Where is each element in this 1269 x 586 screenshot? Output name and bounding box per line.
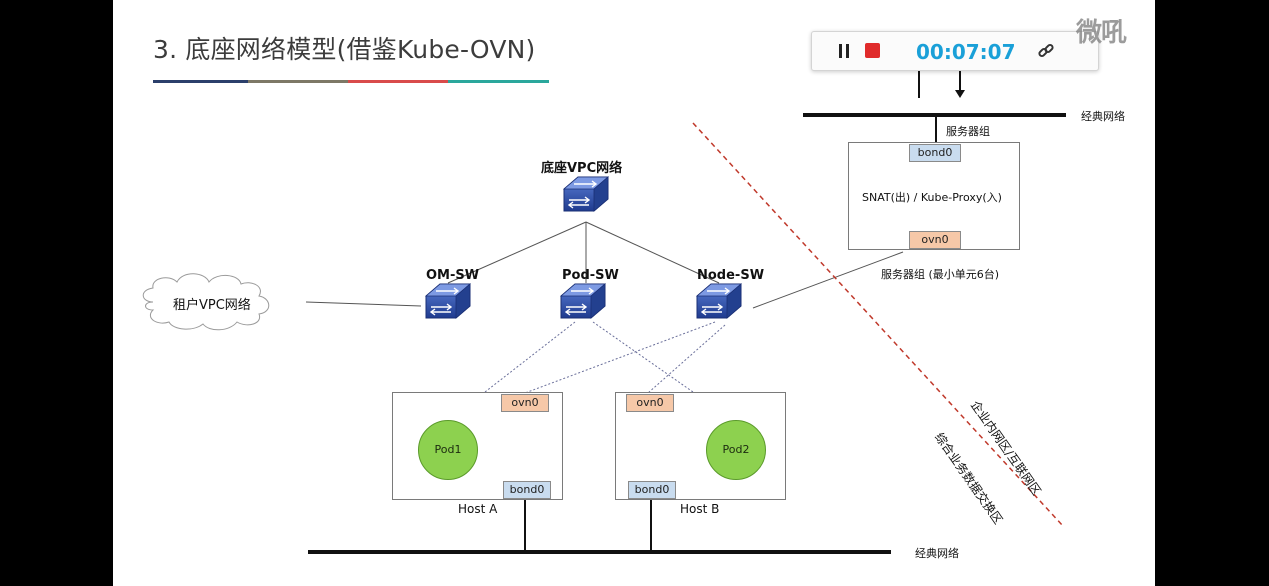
pod-sw-icon [560,283,606,319]
server-group-label-top: 服务器组 [946,125,990,138]
link-icon [1038,43,1054,58]
classic-network-label-top: 经典网络 [1081,110,1125,123]
downlink-arrow-icon [955,90,965,98]
tenant-cloud-icon [142,273,270,331]
zone-boundary [692,122,1064,527]
link-button[interactable] [1037,42,1055,64]
core-switch-label: 底座VPC网络 [541,161,623,176]
om-sw-label: OM-SW [426,268,480,283]
host-b-ovn0: ovn0 [626,394,674,412]
server-box-text: SNAT(出) / Kube-Proxy(入) [862,191,1002,204]
pause-icon [839,44,842,58]
pause-button[interactable] [838,44,850,58]
title-bar-segment-1 [153,80,248,83]
pod-sw-label: Pod-SW [562,268,619,283]
server-group-label-bottom: 服务器组 (最小单元6台) [881,268,1000,281]
stop-button[interactable] [865,43,880,58]
core-switch-icon [563,176,609,212]
node-to-server-link [752,251,904,309]
title-bar-segment-2 [248,80,348,83]
pause-icon-bar [846,44,849,58]
title-bar-segment-4 [448,80,549,83]
node-sw-label: Node-SW [697,268,765,283]
core-links [447,221,720,284]
classic-network-label-bottom: 经典网络 [915,547,959,560]
om-to-tenant-link [305,301,422,307]
host-b-bond0: bond0 [628,481,676,499]
watermark-logo: 微吼 [1076,18,1127,48]
tenant-cloud-label: 租户VPC网络 [173,298,251,313]
server-bond0: bond0 [909,144,961,162]
host-a-label: Host A [458,502,498,516]
recording-timer: 00:07:07 [916,40,1016,64]
host-a-ovn0: ovn0 [501,394,549,412]
slide-title: 3. 底座网络模型(借鉴Kube-OVN) [153,35,536,64]
server-ovn0: ovn0 [909,231,961,249]
network-diagram [142,70,1066,554]
pod2: Pod2 [706,420,766,480]
om-sw-icon [425,283,471,319]
recording-toolbar: 00:07:07 [811,31,1099,71]
slide: 3. 底座网络模型(借鉴Kube-OVN) [113,0,1155,586]
node-sw-icon [696,283,742,319]
host-a-bond0: bond0 [503,481,551,499]
host-b-label: Host B [680,502,720,516]
title-bar-segment-3 [348,80,448,83]
pod1: Pod1 [418,420,478,480]
